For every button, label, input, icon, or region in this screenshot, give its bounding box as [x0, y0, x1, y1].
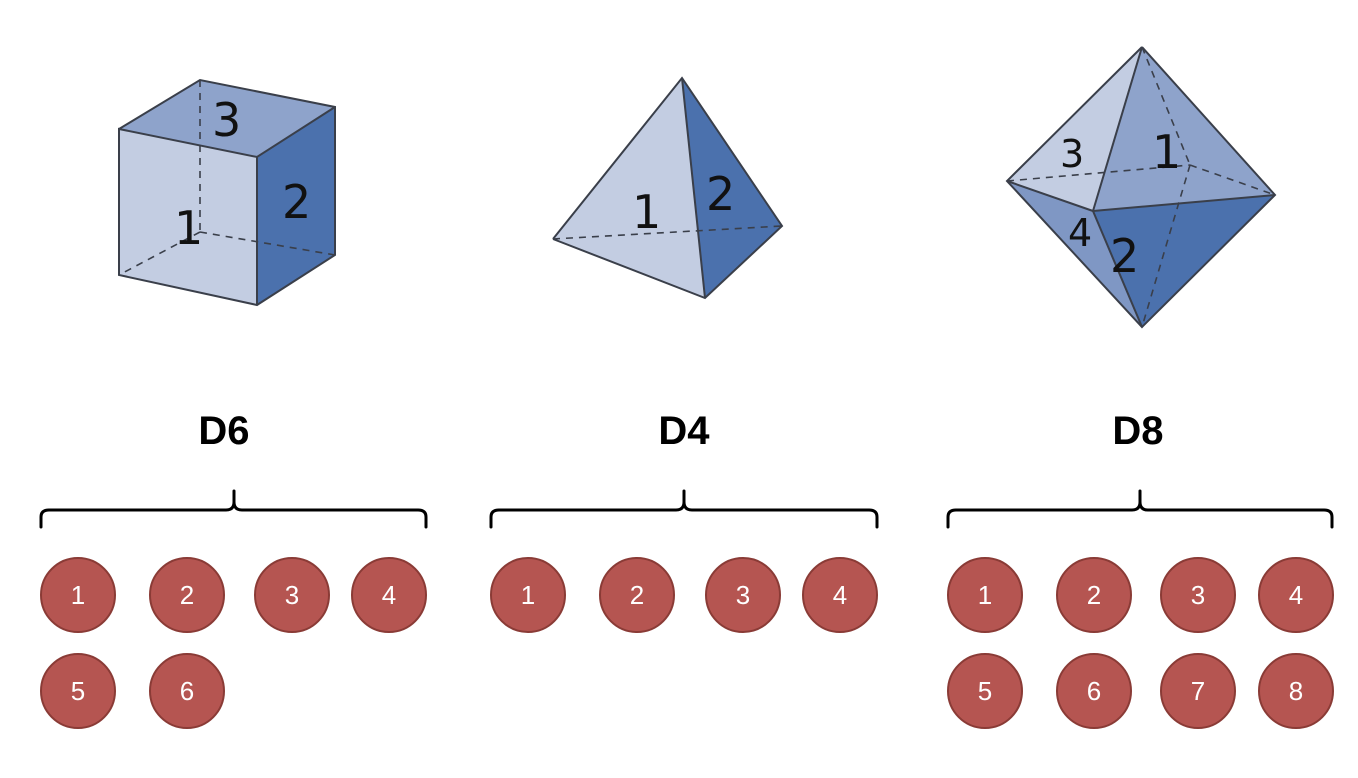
d8-face-label-3: 3 — [1060, 132, 1084, 176]
outcome-d8-2: 2 — [1056, 557, 1132, 633]
d6-brace — [39, 489, 428, 529]
d8-brace — [946, 489, 1334, 529]
outcome-circle — [40, 653, 116, 729]
d6-hidden-edge-back — [199, 231, 336, 256]
d6-cube-figure: 1 2 3 — [118, 78, 336, 307]
outcome-circle — [351, 557, 427, 633]
outcome-label: 7 — [1191, 676, 1205, 706]
outcome-circle — [947, 653, 1023, 729]
outcome-d8-5: 5 — [947, 653, 1023, 729]
d8-upper-left-face — [1007, 47, 1142, 211]
outcome-label: 4 — [833, 580, 847, 610]
d8-edge-front-bottom — [1092, 210, 1143, 328]
outcome-circle — [149, 557, 225, 633]
outcome-label: 2 — [180, 580, 194, 610]
outcome-label: 6 — [180, 676, 194, 706]
outcome-circle — [1160, 653, 1236, 729]
outcome-d8-7: 7 — [1160, 653, 1236, 729]
outcome-label: 1 — [521, 580, 535, 610]
d4-face-label-front: 1 — [632, 185, 661, 239]
d8-edge-top-front — [1092, 46, 1143, 212]
d6-face-label-front: 1 — [174, 201, 203, 255]
outcome-circle — [490, 557, 566, 633]
d8-edge-left-front — [1006, 180, 1094, 212]
outcome-label: 6 — [1087, 676, 1101, 706]
outcome-label: 3 — [736, 580, 750, 610]
d6-face-label-right: 2 — [282, 175, 311, 229]
d6-right-face — [257, 107, 335, 305]
outcome-circle — [802, 557, 878, 633]
outcome-circle — [1258, 557, 1334, 633]
outcome-label: 2 — [630, 580, 644, 610]
outcome-circle — [705, 557, 781, 633]
outcome-d8-6: 6 — [1056, 653, 1132, 729]
outcome-d4-2: 2 — [599, 557, 675, 633]
d8-face-label-2: 2 — [1110, 229, 1139, 283]
d6-face-label-top: 3 — [212, 93, 241, 147]
d6-front-face — [119, 129, 257, 305]
outcome-circle — [1258, 653, 1334, 729]
outcome-label: 1 — [71, 580, 85, 610]
outcome-d6-5: 5 — [40, 653, 116, 729]
outcome-d6-1: 1 — [40, 557, 116, 633]
outcome-d4-1: 1 — [490, 557, 566, 633]
outcome-circle — [1056, 557, 1132, 633]
d6-hidden-edge-left — [118, 231, 201, 276]
outcome-circle — [254, 557, 330, 633]
d8-hidden-edge-4 — [1141, 164, 1191, 328]
outcome-label: 3 — [285, 580, 299, 610]
outcome-d6-2: 2 — [149, 557, 225, 633]
outcome-d8-3: 3 — [1160, 557, 1236, 633]
outcome-label: 4 — [382, 580, 396, 610]
d4-edges — [552, 76, 784, 300]
outcome-label: 4 — [1289, 580, 1303, 610]
d8-hidden-edge-2 — [1189, 164, 1276, 196]
outcome-circle — [40, 557, 116, 633]
outcome-d8-4: 4 — [1258, 557, 1334, 633]
outcome-label: 1 — [978, 580, 992, 610]
d8-face-label-4: 4 — [1068, 211, 1092, 255]
d6-top-face — [119, 80, 335, 157]
d8-hidden-edge-3 — [1141, 46, 1191, 166]
d8-edge-front-right — [1092, 194, 1276, 212]
outcome-d6-4: 4 — [351, 557, 427, 633]
d8-name-label: D8 — [1112, 409, 1163, 453]
d8-octahedron-figure: 1 2 3 4 — [1005, 46, 1277, 329]
outcome-circle — [599, 557, 675, 633]
outcome-label: 2 — [1087, 580, 1101, 610]
d4-name-label: D4 — [658, 409, 710, 453]
outcome-label: 5 — [71, 676, 85, 706]
outcome-circle — [1056, 653, 1132, 729]
d4-tetrahedron-figure: 1 2 — [552, 76, 784, 300]
outcome-label: 3 — [1191, 580, 1205, 610]
outcome-d4-4: 4 — [802, 557, 878, 633]
outcome-d6-6: 6 — [149, 653, 225, 729]
outcome-circle — [149, 653, 225, 729]
d8-lower-right-face — [1093, 195, 1275, 327]
outcome-circle — [1160, 557, 1236, 633]
d4-front-edge — [681, 77, 706, 299]
d6-name-label: D6 — [198, 409, 249, 453]
d4-front-face — [553, 78, 705, 298]
outcome-label: 5 — [978, 676, 992, 706]
d4-face-label-right: 2 — [706, 167, 735, 221]
outcomes-layer: 1 2 3 4 5 6 1 2 3 4 1 2 3 4 5 6 7 8 — [40, 557, 1334, 729]
outcome-d8-8: 8 — [1258, 653, 1334, 729]
d4-right-face — [682, 78, 782, 298]
outcome-circle — [947, 557, 1023, 633]
d8-hidden-edge-1 — [1006, 164, 1191, 182]
d4-brace — [489, 489, 879, 529]
outcome-d4-3: 3 — [705, 557, 781, 633]
d8-face-label-1: 1 — [1152, 125, 1181, 179]
outcome-label: 8 — [1289, 676, 1303, 706]
outcome-d8-1: 1 — [947, 557, 1023, 633]
outcome-d6-3: 3 — [254, 557, 330, 633]
